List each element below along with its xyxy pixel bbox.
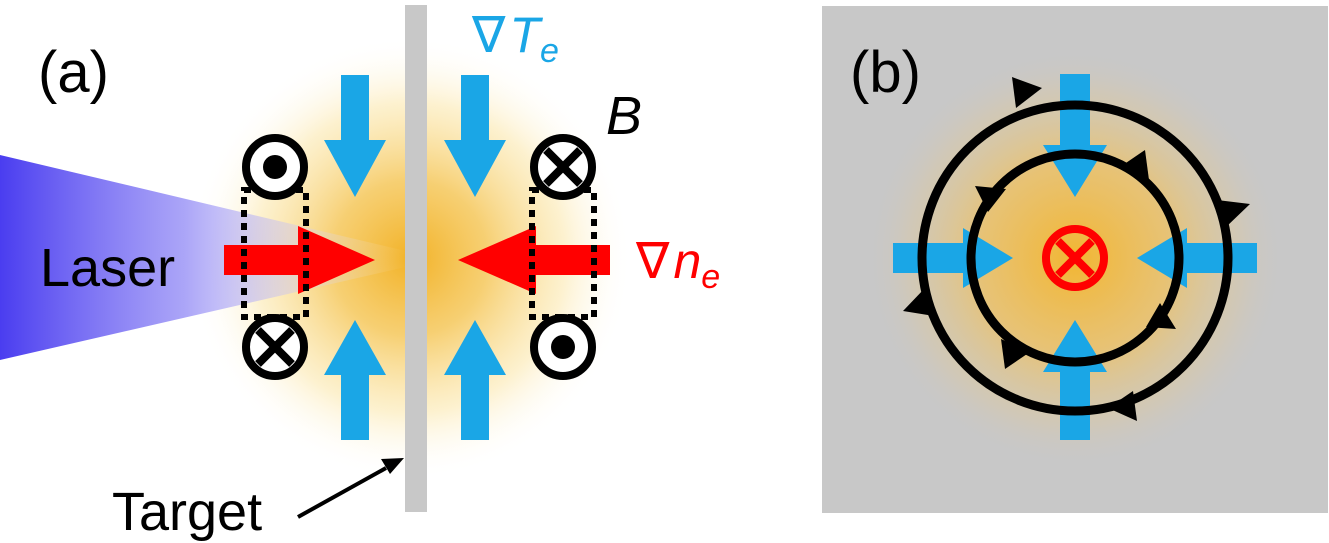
target-plate xyxy=(405,5,427,512)
inner-loop-arrowhead xyxy=(1146,303,1176,329)
dot-in-circle-icon xyxy=(242,134,308,200)
outer-loop-arrowhead xyxy=(903,288,934,316)
inner-loop-arrowhead xyxy=(975,186,1006,212)
inner-loop-arrowhead xyxy=(1120,150,1149,180)
density-gradient-arrow-right xyxy=(458,226,610,294)
target-label: Target xyxy=(112,482,262,542)
panel-a: (a) ∇Te B ∇ne Laser Target xyxy=(0,5,720,542)
cross-in-circle-icon xyxy=(242,314,308,380)
temperature-gradient-arrow-b-top xyxy=(1043,74,1107,197)
density-gradient-label: ∇ne xyxy=(635,233,720,296)
cross-in-circle-icon xyxy=(530,134,596,200)
panel-a-label: (a) xyxy=(38,40,109,105)
temperature-gradient-arrow-bottom-left xyxy=(324,320,386,440)
inner-loop-arrowhead xyxy=(1001,339,1030,369)
temperature-gradient-arrow-b-bottom xyxy=(1043,320,1107,440)
outer-loop-arrowhead xyxy=(1217,200,1250,228)
target-pointer-line xyxy=(297,466,387,519)
outer-loop-arrowhead xyxy=(1012,77,1042,108)
outer-loop-arrowhead xyxy=(1108,391,1137,421)
laser-label: Laser xyxy=(40,238,175,298)
temperature-gradient-arrow-top-left xyxy=(324,75,386,197)
temperature-gradient-arrow-top-right xyxy=(444,75,506,197)
density-gradient-arrow-left xyxy=(224,226,375,294)
panel-b-label: (b) xyxy=(850,40,921,105)
magnetic-field-label: B xyxy=(606,86,642,146)
temperature-gradient-label: ∇Te xyxy=(471,7,559,70)
target-pointer-head xyxy=(381,458,404,474)
panel-b: (b) xyxy=(822,6,1328,513)
cross-in-circle-icon xyxy=(1042,225,1108,291)
field-loop-inner xyxy=(966,149,1184,367)
dot-in-circle-icon xyxy=(530,314,596,380)
temperature-gradient-arrow-bottom-right xyxy=(444,320,506,440)
field-loop-outer xyxy=(917,100,1233,416)
laser-beam xyxy=(0,155,410,360)
